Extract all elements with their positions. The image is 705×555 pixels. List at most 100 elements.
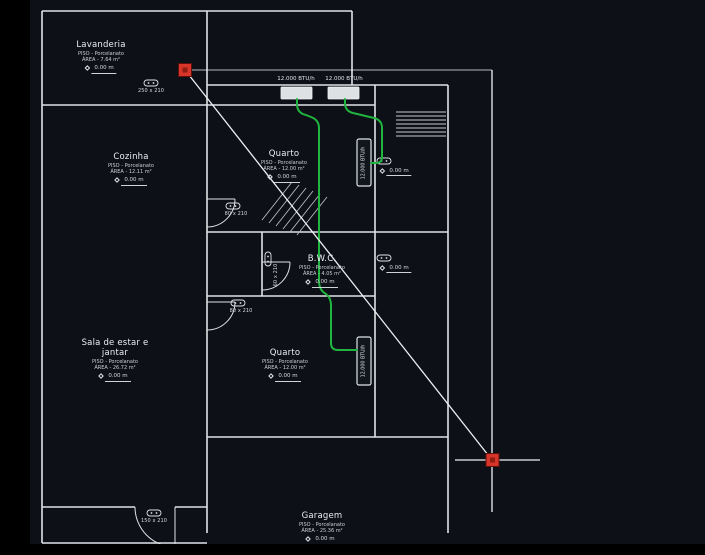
ac-indoor-units[interactable] (356, 138, 372, 386)
level-diamond-icon (379, 264, 386, 271)
level-marker: 0.00 m (81, 373, 149, 382)
room-name: Lavanderia (76, 40, 126, 50)
room-area: ÁREA - 4.05 m² (302, 270, 342, 277)
room-area: ÁREA - 12.11 m² (110, 168, 152, 175)
condenser-2-label: 12.000 BTU/h (325, 76, 363, 82)
opening-label-80x210-a: 80 x 210 (224, 211, 248, 217)
grip-core (490, 457, 495, 463)
room-floor: PISO - Porcelanato (78, 50, 124, 57)
level-diamond-icon (267, 174, 274, 181)
room-area: ÁREA - 25.36 m² (301, 527, 343, 534)
offcanvas-bottom-strip (0, 544, 705, 555)
level-value: 0.00 m (275, 373, 301, 383)
opening-symbol-icon (376, 157, 392, 165)
level-marker: 0.00 m (108, 177, 154, 187)
level-value: 0.00 m (121, 177, 147, 187)
room-name: Garagem (301, 511, 343, 521)
symbol-dot (234, 205, 237, 207)
shaft-level-marker-2: 0.00 m (379, 262, 412, 274)
opening-symbols (143, 79, 392, 517)
opening-label-60x210: 60 x 210 (273, 263, 279, 287)
level-value: 0.00 m (386, 265, 412, 274)
room-name: Quarto (269, 348, 301, 358)
indoor-unit-1-label: 12.000 BTU/h (361, 146, 367, 180)
level-marker: 0.00 m (262, 373, 308, 383)
level-diamond-icon (305, 279, 312, 286)
room-area: ÁREA - 12.00 m² (264, 364, 306, 371)
room-label-sala: Sala de estar e jantar PISO - Porcelanat… (81, 338, 149, 382)
opening-symbol-icon (230, 299, 246, 307)
symbol-dot (155, 512, 158, 514)
opening-symbol-icon (143, 79, 159, 87)
vent-grille-icon (396, 111, 446, 137)
room-area: ÁREA - 26.72 m² (94, 364, 136, 371)
level-value: 0.00 m (386, 168, 412, 177)
room-floor: PISO - Porcelanato (108, 162, 154, 169)
level-diamond-icon (98, 373, 105, 379)
symbol-dot (152, 82, 155, 84)
opening-symbol-icon (264, 251, 272, 267)
room-label-lavanderia: Lavanderia PISO - Porcelanato ÁREA - 7.6… (76, 40, 126, 75)
opening-label-80x210-b: 80 x 210 (229, 308, 253, 314)
symbol-dot (267, 255, 269, 258)
room-floor: PISO - Porcelanato (261, 159, 307, 166)
hatch-lines (261, 181, 328, 236)
symbol-dot (229, 205, 232, 207)
level-marker: 0.00 m (299, 279, 345, 289)
room-floor: PISO - Porcelanato (299, 264, 345, 271)
level-diamond-icon (379, 167, 386, 174)
room-name: Cozinha (113, 152, 149, 162)
room-name: B.W.C. (307, 254, 337, 264)
room-floor: PISO - Porcelanato (299, 521, 345, 528)
grip-handle-start[interactable] (178, 63, 192, 77)
ac-indoor-unit-2[interactable] (356, 336, 372, 386)
symbol-dot (380, 257, 383, 259)
opening-label-150x210: 150 x 210 (140, 518, 168, 524)
level-value: 0.00 m (312, 279, 338, 289)
construction-lines[interactable] (184, 69, 540, 512)
condenser-1-label: 12.000 BTU/h (277, 76, 315, 82)
selected-diagonal-line[interactable] (184, 69, 493, 461)
room-label-quarto-1: Quarto PISO - Porcelanato ÁREA - 12.00 m… (261, 149, 307, 184)
room-floor: PISO - Porcelanato (262, 358, 308, 365)
ac-condenser-1[interactable] (280, 86, 313, 100)
door-swings[interactable] (134, 198, 291, 548)
symbol-dot (234, 302, 237, 304)
room-label-quarto-2: Quarto PISO - Porcelanato ÁREA - 12.00 m… (262, 348, 308, 383)
room-label-cozinha: Cozinha PISO - Porcelanato ÁREA - 12.11 … (108, 152, 154, 187)
room-floor: PISO - Porcelanato (92, 358, 138, 365)
ac-condenser-units[interactable] (280, 86, 360, 100)
opening-symbol-icon (376, 254, 392, 262)
symbol-dot (267, 260, 269, 263)
opening-symbol-icon (146, 509, 162, 517)
level-value: 0.00 m (91, 65, 117, 75)
ac-condenser-2[interactable] (327, 86, 360, 100)
level-diamond-icon (84, 65, 91, 72)
room-name: Sala de estar e jantar (81, 338, 149, 358)
level-marker: 0.00 m (76, 65, 125, 75)
level-diamond-icon (305, 536, 312, 543)
grip-handle-end[interactable] (485, 453, 500, 467)
shaft-level-marker-1: 0.00 m (379, 165, 412, 177)
level-value: 0.00 m (105, 373, 131, 382)
indoor-unit-2-label: 12.000 BTU/h (361, 344, 367, 378)
symbol-dot (147, 82, 150, 84)
refrigerant-pipe-short[interactable] (344, 98, 383, 164)
symbol-dot (150, 512, 153, 514)
level-marker: 0.00 m (261, 174, 307, 184)
level-diamond-icon (114, 177, 121, 184)
opening-symbol-icon (225, 202, 241, 210)
level-diamond-icon (268, 373, 275, 380)
walls[interactable] (41, 10, 449, 544)
room-name: Quarto (268, 149, 300, 159)
offcanvas-left-strip (0, 0, 30, 555)
opening-label-250x210: 250 x 210 (137, 88, 165, 94)
symbol-dot (385, 257, 388, 259)
symbol-dot (239, 302, 242, 304)
level-value: 0.00 m (274, 174, 300, 184)
symbol-dot (385, 160, 388, 162)
room-label-bwc: B.W.C. PISO - Porcelanato ÁREA - 4.05 m²… (299, 254, 345, 289)
room-area: ÁREA - 12.00 m² (263, 165, 305, 172)
